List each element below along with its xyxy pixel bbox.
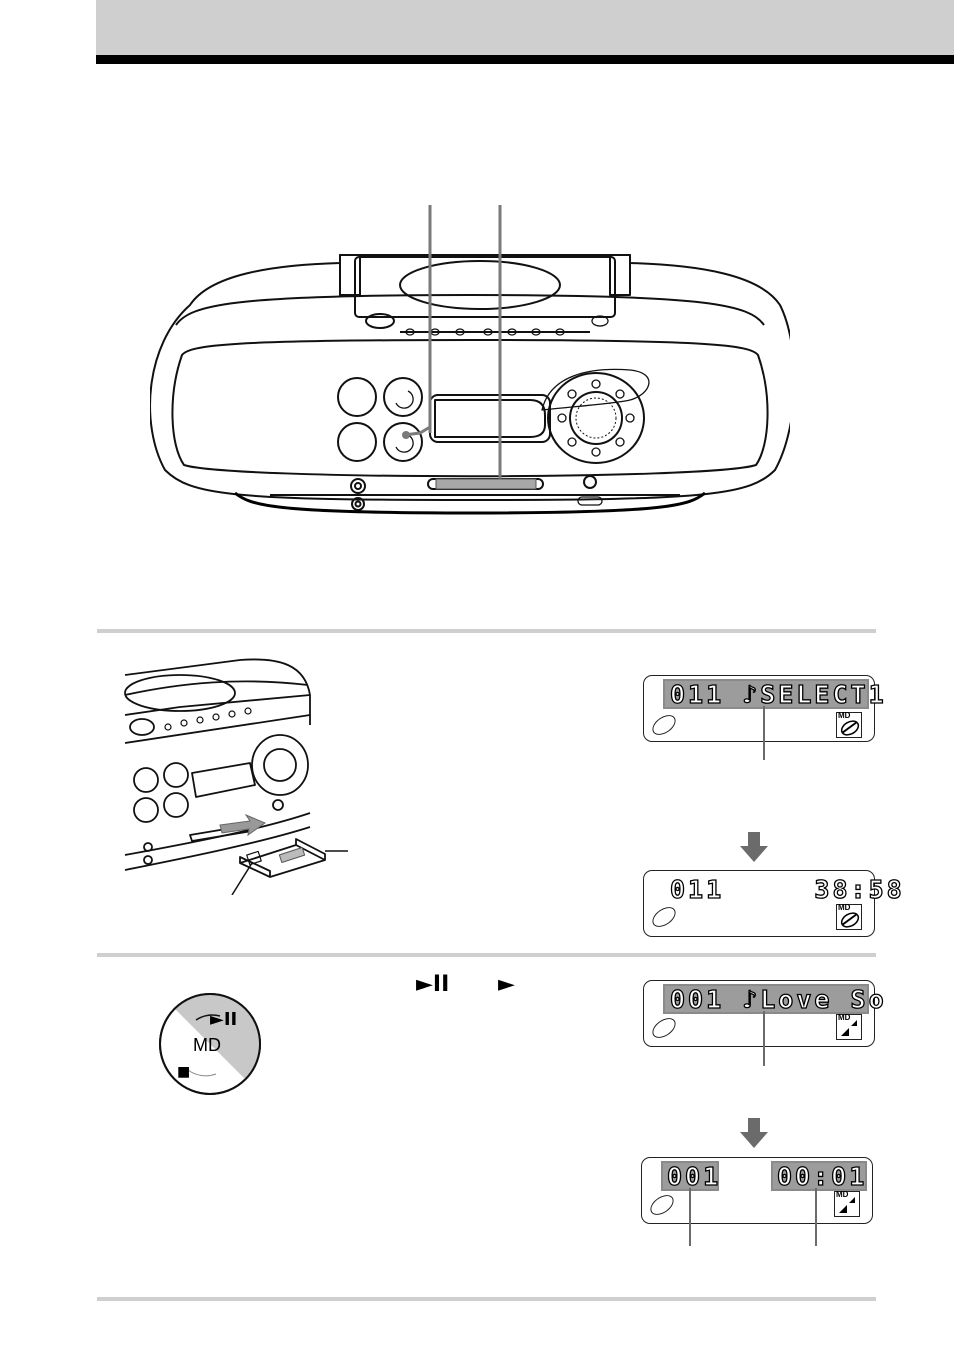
lcd-title-highlight — [663, 679, 869, 709]
lcd-panel-select: 011 ♪SELECT1 MD — [643, 675, 884, 742]
section-separator — [97, 629, 876, 633]
md-disc-icon: MD — [834, 1191, 860, 1217]
md-insertion-illustration — [124, 658, 348, 895]
md-badge-label: MD — [836, 1190, 849, 1199]
md-disc-icon: MD — [836, 904, 862, 930]
lcd-panel-playback: 001 00:01 MD — [641, 1157, 873, 1224]
dial-play-pause-icon: ►II — [210, 1009, 238, 1030]
callout-line — [763, 706, 765, 760]
lcd-track-number: 001 — [666, 1162, 722, 1191]
callout-line — [815, 1188, 817, 1246]
disc-icon — [648, 1013, 680, 1043]
md-badge-label: MD — [838, 1013, 851, 1022]
lcd-title-text: 001 ♪Love So — [669, 985, 887, 1014]
lcd-panel-total: 011 38:58 MD — [643, 870, 902, 937]
md-dial-illustration — [159, 993, 261, 1095]
header-band — [96, 0, 954, 55]
arrow-down-icon — [740, 1118, 768, 1148]
arrow-down-icon — [740, 832, 768, 862]
disc-icon — [648, 710, 680, 740]
callout-line — [689, 1188, 691, 1246]
lcd-title-text: 011 ♪SELECT1 — [669, 680, 887, 709]
md-badge-label: MD — [838, 711, 851, 720]
disc-icon — [648, 902, 680, 932]
section-separator — [97, 1297, 876, 1301]
boombox-illustration — [150, 205, 790, 515]
stop-icon: ■ — [177, 1064, 191, 1080]
lcd-time-highlight — [771, 1161, 867, 1191]
md-disc-icon: MD — [836, 712, 862, 738]
callout-line — [763, 1011, 765, 1066]
md-badge-label: MD — [838, 903, 851, 912]
lcd-title-highlight — [663, 984, 869, 1014]
play-icon: ► — [498, 972, 515, 997]
play-pause-icon: ►II — [416, 972, 450, 997]
lcd-total-text: 011 38:58 — [669, 875, 905, 904]
dial-md-label[interactable]: MD — [193, 1035, 221, 1055]
header-rule — [96, 55, 954, 64]
section-separator — [97, 953, 876, 957]
disc-icon — [646, 1190, 678, 1220]
lcd-panel-track-title: 001 ♪Love So MD — [643, 980, 884, 1047]
md-disc-icon: MD — [836, 1014, 862, 1040]
lcd-elapsed-time: 00:01 — [776, 1162, 868, 1191]
